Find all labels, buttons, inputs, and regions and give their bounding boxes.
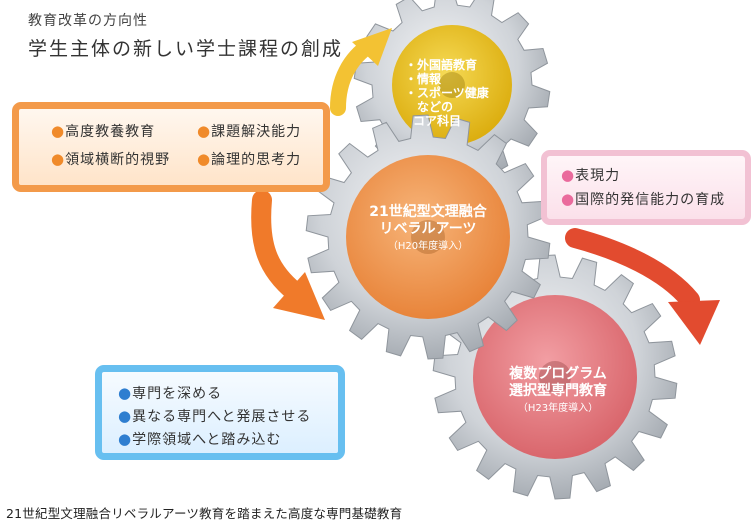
gear-middle-center [346, 155, 510, 319]
diagram-footer: 21世紀型文理融合リベラルアーツ教育を踏まえた高度な専門基礎教育 [6, 506, 403, 521]
gear-top-label: ・外国語教育 ・情報 ・スポーツ健康 などの コア科目 [405, 58, 515, 128]
gear-bottom-label: 複数プログラム 選択型専門教育 （H23年度導入） [478, 366, 638, 417]
bullet-icon: ● [561, 190, 576, 208]
list-item: ●国際的発信能力の育成 [561, 190, 726, 208]
gear-bottom-center [473, 295, 637, 459]
arrow-red [565, 228, 720, 345]
list-item: ●異なる専門へと発展させる [118, 407, 312, 425]
gear-top-line: などの [417, 100, 454, 114]
gear-middle-line2: リベラルアーツ [379, 221, 477, 237]
bullet-icon: ● [118, 384, 133, 402]
gear-top-line: ・スポーツ健康 [405, 86, 489, 100]
list-item: ●課題解決能力 [197, 122, 302, 140]
bullet-icon: ● [51, 150, 66, 168]
gear-top-line: コア科目 [413, 114, 462, 128]
bullet-icon: ● [561, 166, 576, 184]
list-item: ●専門を深める [118, 384, 223, 402]
gear-bottom-sub: （H23年度導入） [517, 403, 599, 414]
gear-top-line: ・情報 [405, 72, 442, 86]
list-item: ●学際領域へと踏み込む [118, 430, 282, 448]
arrow-orange [251, 190, 325, 320]
bullet-icon: ● [118, 407, 133, 425]
bullet-icon: ● [118, 430, 133, 448]
diagram-subtitle: 教育改革の方向性 [28, 13, 148, 29]
list-item: ●領域横断的視野 [51, 150, 171, 168]
gear-bottom-line2: 選択型専門教育 [509, 383, 607, 399]
skills-box-pink: ●表現力 ●国際的発信能力の育成 [541, 150, 751, 225]
gear-top [353, 0, 551, 184]
gear-middle [305, 114, 551, 360]
skills-box-orange: ●高度教養教育 ●課題解決能力 ●領域横断的視野 ●論理的思考力 [12, 102, 330, 192]
gear-middle-line1: 21世紀型文理融合 [369, 204, 487, 220]
gear-middle-label: 21世紀型文理融合 リベラルアーツ （H20年度導入） [348, 204, 508, 255]
gear-bottom-line1: 複数プログラム [509, 366, 607, 382]
bullet-icon: ● [197, 122, 212, 140]
bullet-icon: ● [51, 122, 66, 140]
gear-middle-hub [411, 220, 445, 254]
list-item: ●表現力 [561, 166, 621, 184]
arrow-yellow [330, 28, 392, 116]
diagram-title: 学生主体の新しい学士課程の創成 [28, 38, 344, 60]
gear-top-hub [439, 72, 465, 98]
skills-box-blue: ●専門を深める ●異なる専門へと発展させる ●学際領域へと踏み込む [95, 365, 345, 460]
gear-middle-sub: （H20年度導入） [387, 241, 469, 252]
bullet-icon: ● [197, 150, 212, 168]
list-item: ●論理的思考力 [197, 150, 302, 168]
gear-bottom-hub [539, 361, 571, 393]
gear-top-line: ・外国語教育 [405, 58, 478, 72]
list-item: ●高度教養教育 [51, 122, 156, 140]
